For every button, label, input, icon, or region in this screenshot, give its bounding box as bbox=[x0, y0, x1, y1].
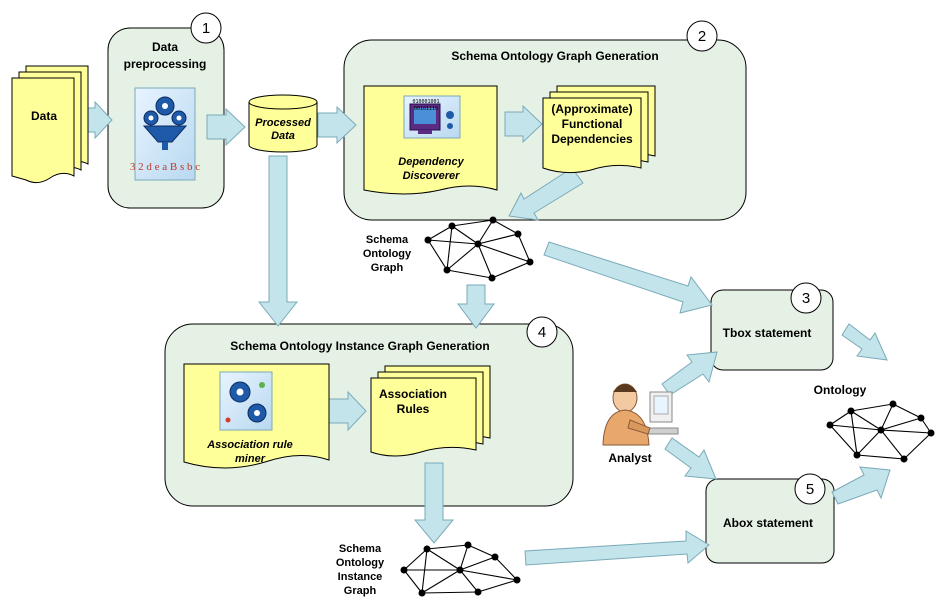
schema-graph-generation-title: Schema Ontology Graph Generation bbox=[451, 49, 658, 63]
association-rules-label-line1: Association bbox=[379, 387, 447, 401]
schema-ontology-graph-label-line3: Graph bbox=[371, 262, 404, 274]
ontology-network bbox=[829, 403, 932, 460]
arrow-processed-to-instance bbox=[257, 155, 299, 327]
arrow-graph-to-instance bbox=[457, 284, 495, 329]
arrow-analyst-to-tbox bbox=[661, 351, 718, 396]
arrow-tbox-to-ontology bbox=[841, 323, 888, 361]
association-rule-miner-label-line2: miner bbox=[235, 453, 266, 465]
instance-graph-label-line3: Instance bbox=[338, 571, 383, 583]
schema-ontology-graph-nodes bbox=[424, 216, 534, 282]
instance-graph-generation-title: Schema Ontology Instance Graph Generatio… bbox=[230, 339, 489, 353]
step-number-4-badge: 4 bbox=[526, 316, 558, 348]
arrow-instance-graph-to-abox bbox=[524, 530, 710, 566]
data-label: Data bbox=[31, 109, 57, 123]
arrow-discoverer-to-fd bbox=[504, 104, 543, 144]
step-number-1: 1 bbox=[202, 20, 210, 37]
abox-statement-label: Abox statement bbox=[723, 516, 813, 530]
processed-data-cylinder bbox=[248, 94, 318, 153]
functional-dependencies-stack bbox=[542, 85, 656, 174]
arrow-fd-to-graph bbox=[508, 167, 584, 221]
association-rule-miner-label-line1: Association rule bbox=[206, 439, 293, 451]
dependency-discoverer-label-line2: Discoverer bbox=[403, 170, 461, 182]
ontology-nodes bbox=[826, 400, 935, 463]
step-number-3-badge: 3 bbox=[790, 282, 822, 314]
arrow-preprocessing-to-processed bbox=[206, 107, 246, 147]
fd-label-line3: Dependencies bbox=[551, 132, 633, 146]
preprocessing-letters: 3 2 d e a B s b c bbox=[130, 161, 200, 173]
arrow-processed-to-schema bbox=[317, 105, 357, 145]
step-number-3: 3 bbox=[802, 290, 810, 307]
analyst-icon bbox=[602, 383, 679, 446]
instance-graph-network bbox=[403, 544, 518, 594]
association-rules-label-line2: Rules bbox=[397, 402, 430, 416]
step-number-2-badge: 2 bbox=[686, 20, 718, 52]
preprocessing-label-line1: Data bbox=[152, 40, 178, 54]
analyst-label: Analyst bbox=[608, 451, 651, 465]
computer-icon: 010001001 00101110 bbox=[403, 95, 461, 139]
fd-label-line1: (Approximate) bbox=[551, 102, 632, 116]
step-number-2: 2 bbox=[698, 28, 706, 45]
instance-graph-label-line1: Schema bbox=[339, 543, 382, 555]
processed-data-label-line1: Processed bbox=[255, 117, 311, 129]
fd-label-line2: Functional bbox=[562, 117, 623, 131]
data-document-stack bbox=[11, 65, 89, 184]
step-number-4: 4 bbox=[538, 324, 546, 341]
instance-graph-label-line2: Ontology bbox=[336, 557, 385, 569]
schema-ontology-graph-label-line2: Ontology bbox=[363, 248, 412, 260]
association-rules-stack bbox=[370, 365, 491, 457]
binary-text-line2: 00101110 bbox=[414, 106, 438, 112]
step-number-5: 5 bbox=[806, 481, 814, 498]
instance-graph-nodes bbox=[400, 541, 521, 597]
dependency-discoverer-label-line1: Dependency bbox=[398, 156, 464, 168]
tbox-statement-label: Tbox statement bbox=[723, 326, 812, 340]
dependency-discoverer-document bbox=[363, 85, 498, 195]
ontology-label: Ontology bbox=[814, 383, 867, 397]
arrow-rules-to-instance-graph bbox=[413, 462, 455, 544]
arrow-analyst-to-abox bbox=[664, 437, 717, 480]
instance-graph-label-line4: Graph bbox=[344, 585, 377, 597]
preprocessing-label-line2: preprocessing bbox=[124, 57, 207, 71]
step-number-1-badge: 1 bbox=[190, 12, 222, 44]
preprocessing-gears-image: 3 2 d e a B s b c bbox=[130, 87, 200, 181]
arrow-graph-to-tbox bbox=[543, 241, 713, 314]
schema-ontology-graph-label-line1: Schema bbox=[366, 234, 409, 246]
step-number-5-badge: 5 bbox=[794, 473, 826, 505]
schema-ontology-graph-network bbox=[427, 219, 531, 279]
processed-data-label-line2: Data bbox=[271, 130, 295, 142]
arrow-abox-to-ontology bbox=[831, 466, 891, 505]
binary-text-line1: 010001001 bbox=[412, 99, 439, 105]
arrow-miner-to-rules bbox=[328, 390, 367, 432]
miner-gears-image bbox=[219, 371, 273, 431]
